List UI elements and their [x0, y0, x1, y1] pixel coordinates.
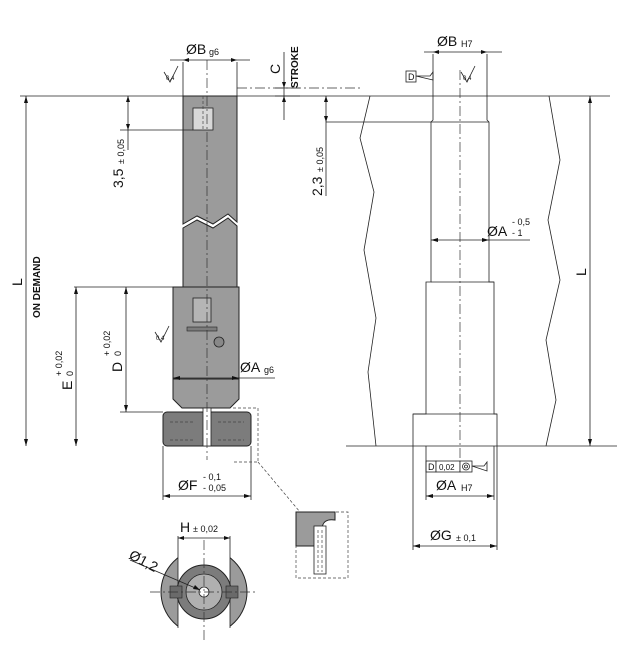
dia-f-label: ØF — [178, 477, 197, 493]
dia-a-label: ØA — [240, 359, 261, 375]
roughness-right-label: 0,4 — [463, 76, 472, 82]
dim-e-tol-lower: 0 — [65, 371, 75, 376]
depth-35-label: 3,5 — [110, 168, 126, 188]
dia-b-tol: g6 — [209, 47, 219, 57]
dim-d-label: D — [109, 362, 125, 372]
dim-h-tol: ± 0,02 — [193, 524, 218, 534]
dia-b-h7-tol: H7 — [461, 39, 473, 49]
dia-b-h7-label: ØB — [437, 33, 457, 49]
length-l-right-label: L — [573, 268, 589, 276]
ejector-pin-side-view — [162, 60, 252, 460]
frame-value-label: 0,02 — [439, 463, 455, 472]
concentricity-icon — [462, 462, 470, 471]
datum-d-label: D — [408, 72, 415, 82]
dim-e-tol-upper: + 0,02 — [54, 351, 64, 376]
dim-e-label: E — [59, 381, 75, 390]
dia-a-h7-tol: H7 — [461, 483, 473, 493]
depth-35-tol: ± 0,05 — [116, 139, 126, 164]
dia-f-tol-upper: - 0,1 — [203, 472, 221, 482]
slot-detail-view — [295, 511, 349, 579]
stroke-c-label: C — [267, 64, 283, 74]
dim-h-label: H — [180, 519, 190, 535]
depth-23-label: 2,3 — [309, 176, 325, 196]
dia-g-label: ØG — [430, 527, 452, 543]
dia-a-right-tol-lower: - 1 — [512, 228, 523, 238]
roughness-top-label: 0,4 — [166, 76, 175, 82]
dia-a-right-tol-upper: - 0,5 — [512, 217, 530, 227]
roughness-mid-label: 0,4 — [156, 336, 165, 342]
on-demand-label: ON DEMAND — [32, 256, 43, 318]
dia-a-right-label: ØA — [487, 223, 508, 239]
dia-g-tol: ± 0,1 — [456, 533, 476, 543]
bottom-end-view: H ± 0,02 Ø1,2 — [127, 519, 258, 642]
sleeve-section-view: ØB H7 D 0,4 2,3 ± 0,05 ØA - 0,5 - 1 L D … — [309, 33, 617, 550]
stroke-word: STROKE — [290, 46, 301, 88]
dia-a-tol: g6 — [264, 365, 274, 375]
depth-23-tol: ± 0,05 — [315, 147, 325, 172]
dim-d-tol-upper: + 0,02 — [102, 331, 112, 356]
dia-b-label: ØB — [186, 41, 206, 57]
frame-datum-label: D — [428, 462, 435, 472]
dia-a-h7-label: ØA — [436, 477, 457, 493]
dia-f-tol-lower: - 0,05 — [203, 483, 226, 493]
left-dimensions: ØB g6 0,4 0,4 C STROKE 3,5 ± 0,05 L ON D… — [9, 41, 610, 513]
length-l-label: L — [9, 278, 25, 286]
dim-d-tol-lower: 0 — [113, 351, 123, 356]
